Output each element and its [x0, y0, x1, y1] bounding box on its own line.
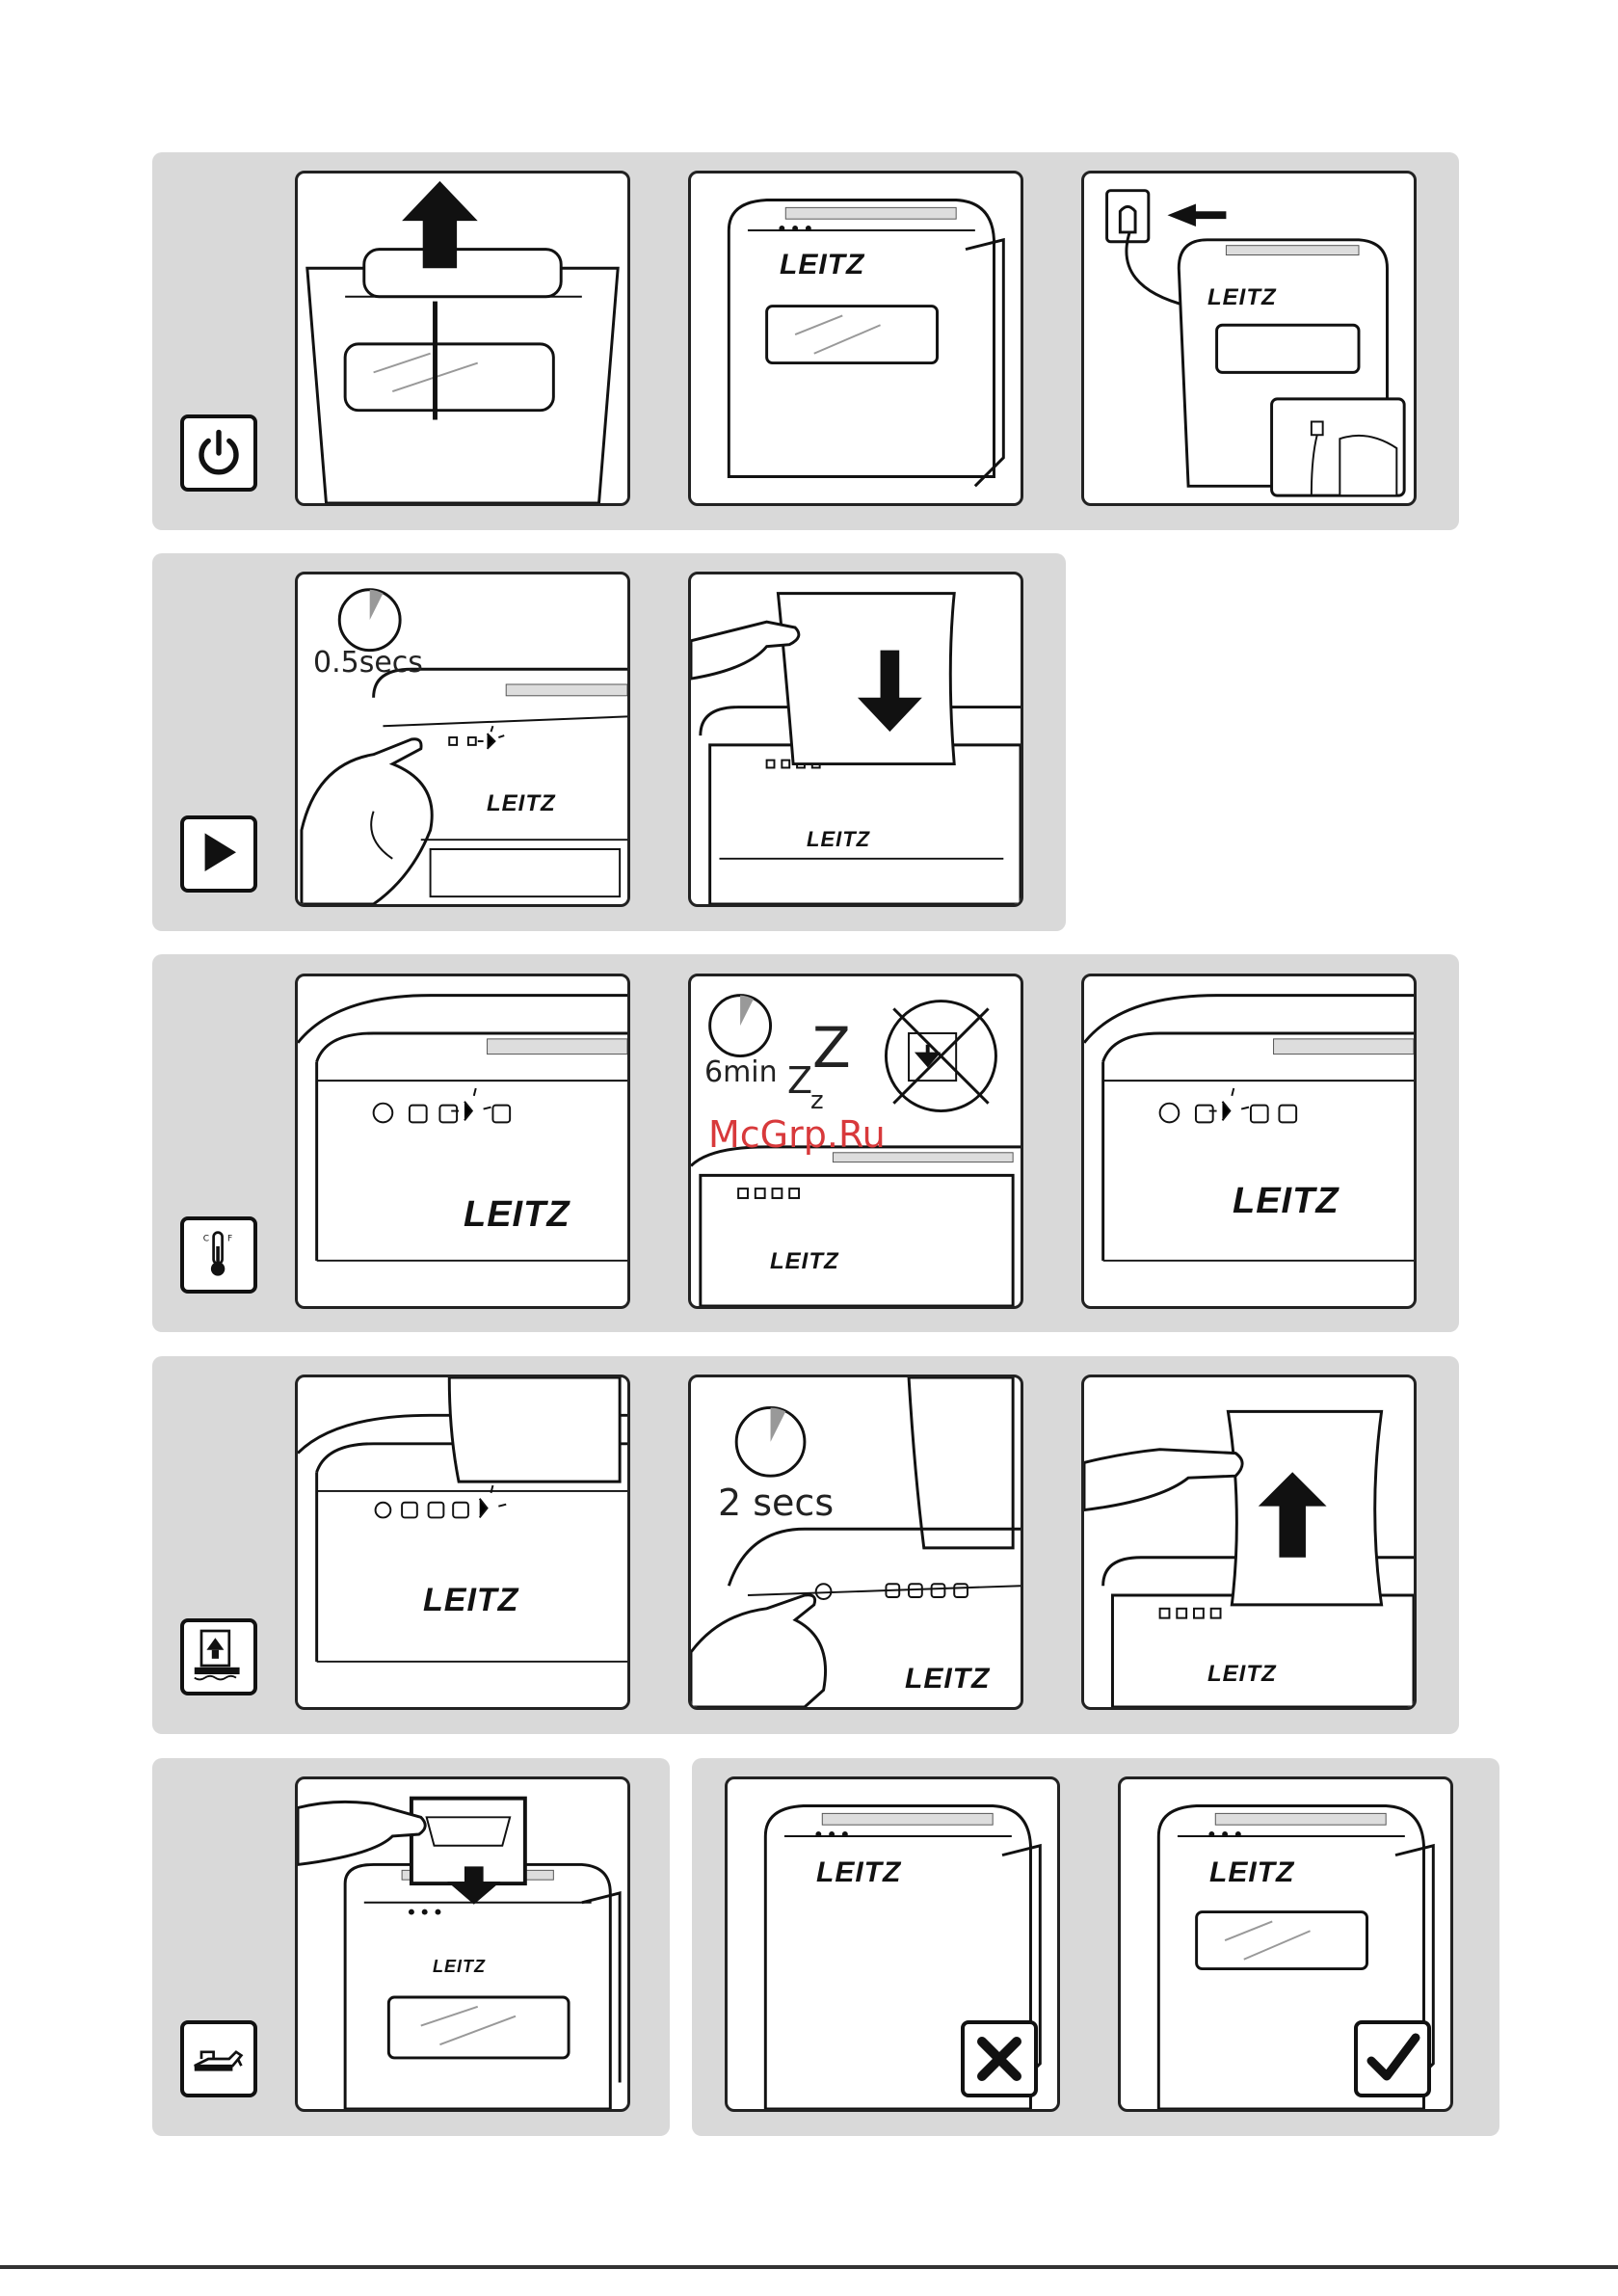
panel-5-3: LEITZ [1118, 1776, 1453, 2112]
panel-4-3: LEITZ [1081, 1375, 1417, 1710]
timer-label: 6min [704, 1055, 778, 1089]
panel-5-1: LEITZ [295, 1776, 630, 2112]
svg-text:C: C [203, 1235, 209, 1244]
panel-4-1: LEITZ [295, 1375, 630, 1710]
sleep-z-large: Z [812, 1015, 851, 1081]
panel-1-2: LEITZ [688, 171, 1023, 506]
panel-1-1 [295, 171, 630, 506]
brand-logo: LEITZ [464, 1194, 570, 1236]
watermark: McGrp.Ru [708, 1113, 886, 1156]
bottom-rule [0, 2265, 1618, 2269]
panel-1-3: LEITZ [1081, 171, 1417, 506]
brand-logo: LEITZ [423, 1582, 518, 1619]
brand-logo: LEITZ [780, 249, 864, 281]
check-mark-icon [1354, 2020, 1431, 2097]
brand-logo: LEITZ [807, 827, 870, 852]
brand-logo: LEITZ [816, 1856, 901, 1889]
power-icon [180, 414, 257, 492]
paper-reverse-icon [180, 1618, 257, 1695]
brand-logo: LEITZ [433, 1957, 486, 1977]
brand-logo: LEITZ [905, 1663, 990, 1695]
timer-label: 2 secs [718, 1482, 834, 1524]
sleep-z-medium: Z [787, 1059, 812, 1102]
brand-logo: LEITZ [1233, 1181, 1339, 1222]
cross-mark-icon [961, 2020, 1038, 2097]
brand-logo: LEITZ [1209, 1856, 1294, 1889]
panel-3-1: LEITZ [295, 974, 630, 1309]
brand-logo: LEITZ [487, 790, 556, 817]
brand-logo: LEITZ [1207, 284, 1277, 311]
oil-can-icon [180, 2020, 257, 2097]
panel-2-1: 0.5secs LEITZ [295, 572, 630, 907]
panel-3-3: LEITZ [1081, 974, 1417, 1309]
sleep-z-small: z [810, 1086, 824, 1115]
panel-4-2: 2 secs LEITZ [688, 1375, 1023, 1710]
panel-2-2: LEITZ [688, 572, 1023, 907]
brand-logo: LEITZ [770, 1248, 839, 1275]
play-icon [180, 815, 257, 893]
panel-5-2: LEITZ [725, 1776, 1060, 2112]
brand-logo: LEITZ [1207, 1661, 1277, 1688]
timer-label: 0.5secs [313, 646, 423, 680]
svg-text:F: F [227, 1235, 232, 1244]
